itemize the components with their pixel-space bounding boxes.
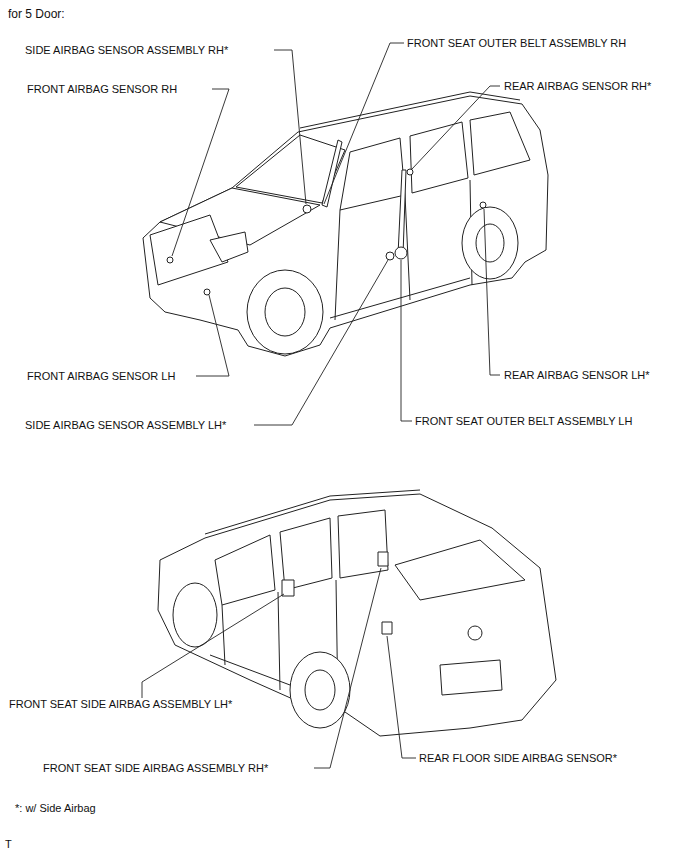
vehicle-body — [143, 96, 548, 356]
leader-lines — [142, 43, 500, 768]
part-label: REAR FLOOR SIDE AIRBAG SENSOR* — [418, 752, 618, 765]
sensor — [386, 252, 394, 260]
part-label: FRONT SEAT OUTER BELT ASSEMBLY RH — [406, 37, 627, 50]
rear-window — [395, 540, 525, 600]
sensor — [480, 202, 486, 208]
sensor — [167, 257, 173, 263]
side-window — [470, 112, 530, 175]
seat-airbag — [282, 580, 294, 596]
footnote: *: w/ Side Airbag — [14, 802, 97, 815]
emblem — [468, 626, 482, 640]
side-window — [280, 518, 332, 590]
part-label: REAR AIRBAG SENSOR LH* — [503, 369, 651, 382]
seat-airbag — [378, 552, 388, 566]
part-label: FRONT SEAT SIDE AIRBAG ASSEMBLY RH* — [42, 762, 269, 775]
license-plate — [440, 660, 502, 695]
front-wheel-hub — [265, 288, 305, 336]
leader-line — [401, 260, 412, 421]
rear-wheel — [462, 207, 518, 279]
sensor — [303, 205, 311, 213]
roof-rail — [205, 490, 420, 534]
part-label: FRONT AIRBAG SENSOR RH — [26, 83, 178, 96]
rear-wheel — [290, 652, 350, 728]
side-window — [338, 510, 388, 578]
part-label: SIDE AIRBAG SENSOR ASSEMBLY RH* — [24, 44, 229, 57]
part-label: REAR AIRBAG SENSOR RH* — [503, 80, 652, 93]
sensor — [204, 289, 210, 295]
part-label: SIDE AIRBAG SENSOR ASSEMBLY LH* — [24, 419, 227, 432]
part-label: FRONT AIRBAG SENSOR LH — [26, 370, 176, 383]
leader-line — [254, 260, 388, 425]
front-wheel — [173, 583, 217, 647]
belt-lh — [398, 170, 406, 255]
retractor — [395, 247, 407, 259]
roof-rail — [300, 92, 520, 128]
headlight — [210, 232, 248, 262]
leader-line — [142, 594, 284, 699]
leader-line — [484, 209, 500, 375]
figure-code: T — [4, 838, 13, 851]
rear-wheel-hub — [476, 224, 504, 262]
floor-sensor — [382, 622, 392, 634]
leader-line — [172, 89, 229, 256]
side-window — [215, 535, 275, 605]
side-window — [410, 122, 468, 193]
sensor — [407, 169, 413, 175]
running-board — [330, 278, 470, 318]
page-title: for 5 Door: — [8, 7, 65, 21]
leader-line — [274, 50, 306, 204]
side-window — [340, 138, 405, 210]
leader-line — [314, 568, 381, 768]
leader-line — [387, 636, 416, 758]
part-label: FRONT SEAT OUTER BELT ASSEMBLY LH — [414, 415, 633, 428]
leader-line — [412, 86, 500, 169]
front-wheel — [247, 270, 323, 354]
rear-wheel-hub — [305, 670, 335, 710]
part-label: FRONT SEAT SIDE AIRBAG ASSEMBLY LH* — [8, 698, 233, 711]
door-line — [222, 580, 338, 712]
belt-rh — [322, 140, 342, 207]
leader-line — [324, 43, 404, 204]
leader-line — [196, 295, 229, 376]
